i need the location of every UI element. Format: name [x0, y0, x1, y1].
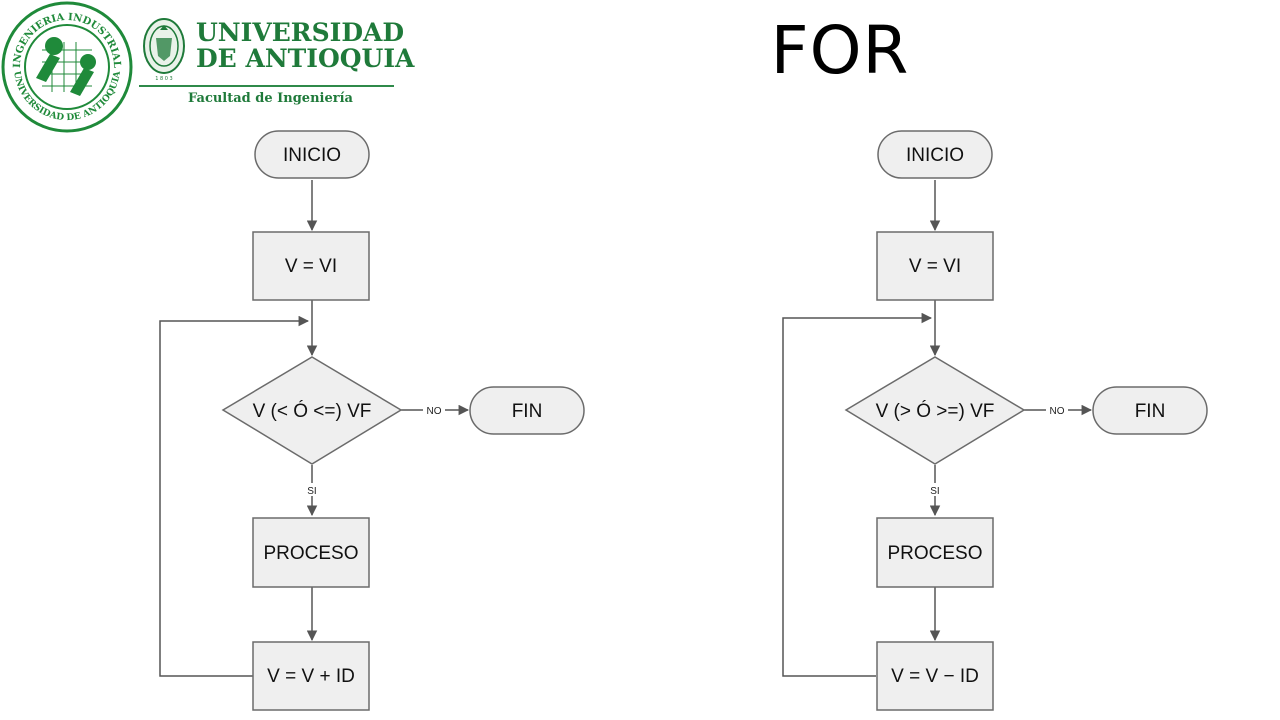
- header-divider: [139, 85, 394, 87]
- universidad-crest-icon: 1 8 0 3: [143, 18, 185, 82]
- university-name: UNIVERSIDAD DE ANTIOQUIA: [196, 20, 414, 72]
- condition-diamond: [844, 356, 1026, 465]
- ingenieria-industrial-seal: INGENIERIA INDUSTRIAL UNIVERSIDAD DE ANT…: [1, 1, 133, 133]
- si-label: SI: [930, 486, 939, 497]
- condition-diamond: [221, 356, 403, 465]
- process-label: PROCESO: [887, 543, 982, 564]
- init-label: V = VI: [285, 256, 337, 277]
- slide-title: FOR: [770, 12, 910, 89]
- end-terminal: [1092, 386, 1208, 435]
- university-name-line1: UNIVERSIDAD: [196, 18, 405, 47]
- end-label: FIN: [512, 401, 543, 422]
- update-box: [252, 641, 370, 711]
- update-label: V = V + ID: [267, 666, 355, 687]
- process-box: [252, 517, 370, 588]
- university-name-line2: DE ANTIOQUIA: [196, 44, 415, 73]
- start-label: INICIO: [283, 145, 341, 166]
- no-label-bg: [423, 403, 445, 416]
- init-box: [252, 231, 370, 301]
- process-box: [876, 517, 994, 588]
- init-box: [876, 231, 994, 301]
- no-label: NO: [427, 406, 442, 417]
- condition-label: V (< Ó <=) VF: [253, 400, 372, 422]
- process-label: PROCESO: [263, 543, 358, 564]
- condition-label: V (> Ó >=) VF: [876, 400, 995, 422]
- end-label: FIN: [1135, 401, 1166, 422]
- update-label: V = V − ID: [891, 666, 979, 687]
- start-terminal: [254, 130, 370, 179]
- start-label: INICIO: [906, 145, 964, 166]
- si-label: SI: [307, 486, 316, 497]
- crest-year: 1 8 0 3: [155, 76, 173, 82]
- no-label-bg: [1046, 403, 1068, 416]
- start-terminal: [877, 130, 993, 179]
- si-label-bg: [305, 483, 319, 496]
- flowchart-descending-nodes: INICIO V = VI V (> Ó >=) VF NO FIN SI PR…: [844, 130, 1208, 711]
- flowchart-descending: [782, 180, 1093, 677]
- faculty-name: Facultad de Ingeniería: [188, 91, 353, 106]
- update-box: [876, 641, 994, 711]
- flowchart-ascending-nodes: INICIO V = VI V (< Ó <=) VF NO FIN SI PR…: [221, 130, 585, 711]
- si-label-bg: [928, 483, 942, 496]
- edge-loop-back: [782, 312, 933, 677]
- edge-loop-back: [159, 315, 310, 677]
- no-label: NO: [1050, 406, 1065, 417]
- init-label: V = VI: [909, 256, 961, 277]
- end-terminal: [469, 386, 585, 435]
